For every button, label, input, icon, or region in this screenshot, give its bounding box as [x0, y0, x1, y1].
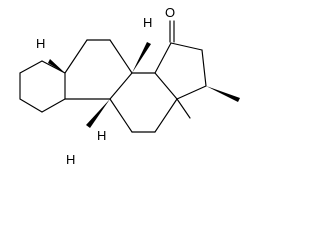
hydrogen-label-c14: H	[66, 152, 75, 167]
h5-wedge	[48, 59, 65, 73]
stereo-hydrogens	[48, 42, 151, 128]
methyl-wedge-c16	[206, 86, 240, 102]
hydrogen-label-c9: H	[97, 128, 106, 143]
methyl-bond-c13	[176, 98, 191, 119]
ring-b	[64, 39, 133, 100]
h9-wedge	[86, 99, 110, 128]
methyl-groups	[176, 86, 240, 119]
ring-d	[154, 42, 207, 100]
ketone-bond	[169, 20, 175, 43]
ring-a	[19, 60, 66, 113]
h8-wedge	[132, 42, 151, 73]
steroid-structure-diagram: O H H H H	[19, 5, 240, 167]
hydrogen-label-c8: H	[143, 15, 152, 30]
hydrogen-label-c5: H	[36, 36, 45, 51]
oxygen-label: O	[165, 5, 175, 20]
ring-c	[109, 72, 178, 133]
